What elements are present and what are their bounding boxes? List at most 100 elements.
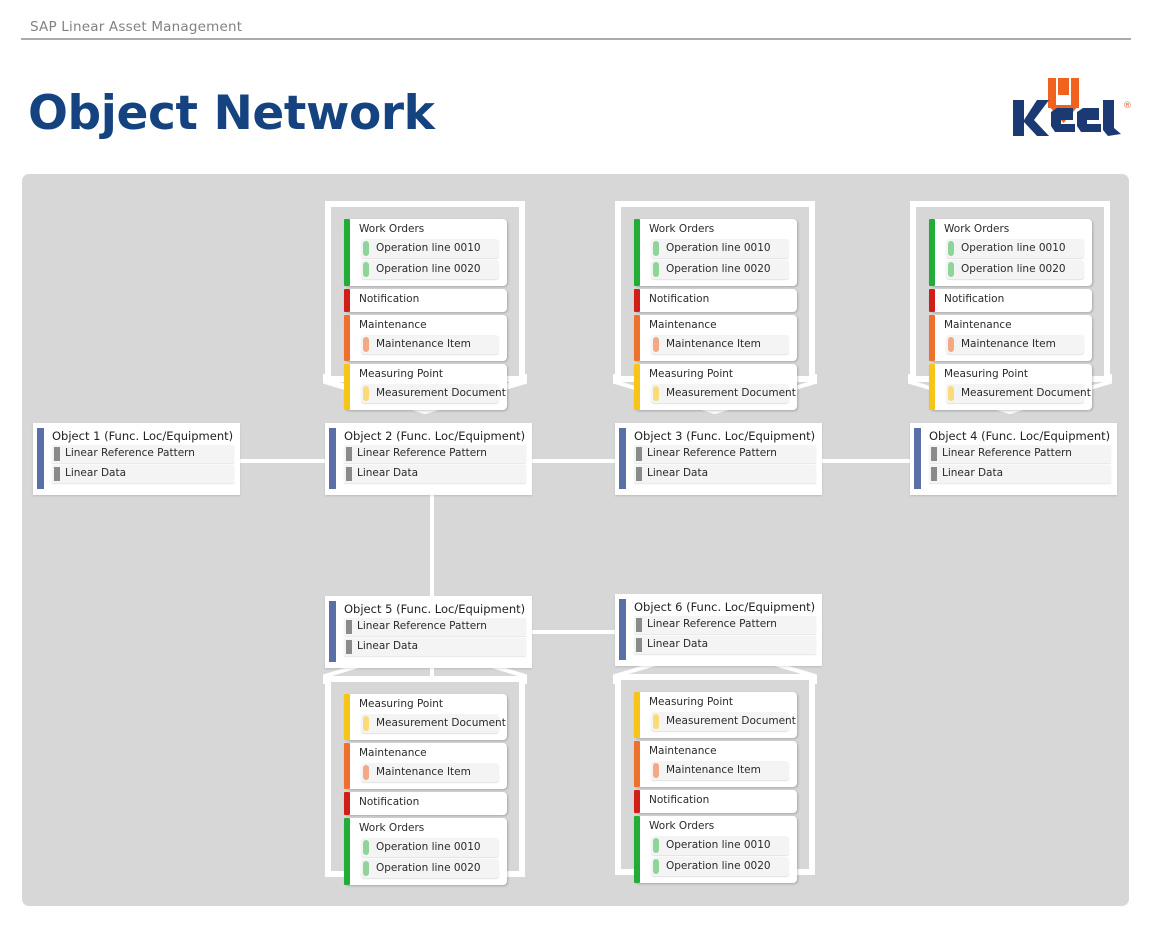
child-row-operation-0010[interactable]: Operation line 0010 [651,836,789,855]
node-card-measuring-point[interactable]: Measuring Point Measurement Document [634,364,797,410]
child-row-operation-0020[interactable]: Operation line 0020 [361,260,499,279]
object-accent-bar [914,428,921,489]
node-title: Measuring Point [359,368,444,380]
child-row-measurement-document[interactable]: Measurement Document [651,712,796,731]
object-row-accent-bar [54,447,60,461]
object-row-accent-bar [636,467,642,481]
object-row-linear-data[interactable]: Linear Data [52,465,234,483]
child-row-maintenance-item[interactable]: Maintenance Item [651,761,789,780]
node-title: Work Orders [944,223,1010,235]
child-accent-bar [948,386,954,401]
node-card-maintenance[interactable]: Maintenance Maintenance Item [634,741,797,787]
child-label: Maintenance Item [666,338,761,350]
child-accent-bar [363,337,369,352]
object-box-object-5[interactable]: Object 5 (Func. Loc/Equipment) Linear Re… [325,596,532,668]
object-row-linear-data[interactable]: Linear Data [344,465,526,483]
child-row-operation-0020[interactable]: Operation line 0020 [651,260,789,279]
child-row-measurement-document[interactable]: Measurement Document [361,384,506,403]
node-card-maintenance[interactable]: Maintenance Maintenance Item [344,315,507,361]
child-row-maintenance-item[interactable]: Maintenance Item [361,763,499,782]
child-row-maintenance-item[interactable]: Maintenance Item [361,335,499,354]
node-title: Maintenance [359,747,427,759]
object-row-label: Linear Data [647,467,709,479]
child-accent-bar [653,241,659,256]
detail-group-object6: Measuring Point Measurement Document Mai… [615,674,815,883]
child-accent-bar [653,859,659,874]
object-row-linear-data[interactable]: Linear Data [634,465,816,483]
child-row-measurement-document[interactable]: Measurement Document [651,384,796,403]
node-card-work-orders[interactable]: Work Orders Operation line 0010 Operatio… [634,816,797,883]
node-card-work-orders[interactable]: Work Orders Operation line 0010 Operatio… [344,219,507,286]
object-row-linear-data[interactable]: Linear Data [634,636,816,654]
object-row-linear-reference-pattern[interactable]: Linear Reference Pattern [52,445,234,463]
child-accent-bar [653,763,659,778]
node-card-measuring-point[interactable]: Measuring Point Measurement Document [929,364,1092,410]
maintenance-accent-bar [634,315,640,361]
object-accent-bar [619,599,626,660]
child-accent-bar [653,838,659,853]
child-row-operation-0020[interactable]: Operation line 0020 [946,260,1084,279]
node-card-measuring-point[interactable]: Measuring Point Measurement Document [634,692,797,738]
object-box-object-2[interactable]: Object 2 (Func. Loc/Equipment) Linear Re… [325,423,532,495]
diagram-canvas: Work Orders Operation line 0010 Operatio… [22,174,1129,906]
child-row-operation-0010[interactable]: Operation line 0010 [651,239,789,258]
object-row-linear-reference-pattern[interactable]: Linear Reference Pattern [344,618,526,636]
node-card-work-orders[interactable]: Work Orders Operation line 0010 Operatio… [634,219,797,286]
child-accent-bar [948,337,954,352]
child-row-operation-0020[interactable]: Operation line 0020 [361,859,499,878]
detail-group-object5: Measuring Point Measurement Document Mai… [325,676,525,885]
object-row-linear-reference-pattern[interactable]: Linear Reference Pattern [634,616,816,634]
object-row-linear-reference-pattern[interactable]: Linear Reference Pattern [634,445,816,463]
child-label: Operation line 0010 [666,242,771,254]
node-title: Maintenance [649,319,717,331]
node-card-notification[interactable]: Notification [929,289,1092,312]
node-card-maintenance[interactable]: Maintenance Maintenance Item [634,315,797,361]
node-title: Work Orders [359,822,425,834]
node-card-notification[interactable]: Notification [634,289,797,312]
object-title: Object 2 (Func. Loc/Equipment) [344,429,526,443]
object-row-linear-data[interactable]: Linear Data [929,465,1111,483]
child-row-maintenance-item[interactable]: Maintenance Item [946,335,1084,354]
keel-logo: ® [1011,78,1133,138]
object-row-linear-data[interactable]: Linear Data [344,638,526,656]
object-row-label: Linear Data [357,640,419,652]
node-title: Maintenance [359,319,427,331]
node-card-measuring-point[interactable]: Measuring Point Measurement Document [344,364,507,410]
child-accent-bar [363,840,369,855]
node-title: Notification [944,293,1005,305]
child-row-operation-0020[interactable]: Operation line 0020 [651,857,789,876]
object-box-object-1[interactable]: Object 1 (Func. Loc/Equipment) Linear Re… [33,423,240,495]
node-card-maintenance[interactable]: Maintenance Maintenance Item [929,315,1092,361]
node-card-notification[interactable]: Notification [344,792,507,815]
node-card-maintenance[interactable]: Maintenance Maintenance Item [344,743,507,789]
child-label: Operation line 0020 [666,263,771,275]
child-row-measurement-document[interactable]: Measurement Document [361,714,506,733]
child-label: Maintenance Item [666,764,761,776]
measuring-point-accent-bar [634,364,640,410]
notification-accent-bar [344,792,350,815]
node-card-work-orders[interactable]: Work Orders Operation line 0010 Operatio… [929,219,1092,286]
node-card-notification[interactable]: Notification [634,790,797,813]
object-row-label: Linear Reference Pattern [647,618,777,630]
node-title: Work Orders [649,820,715,832]
object-accent-bar [619,428,626,489]
object-row-linear-reference-pattern[interactable]: Linear Reference Pattern [929,445,1111,463]
child-row-measurement-document[interactable]: Measurement Document [946,384,1091,403]
logo-registered-mark: ® [1123,101,1132,111]
object-box-object-6[interactable]: Object 6 (Func. Loc/Equipment) Linear Re… [615,594,822,666]
child-label: Measurement Document [666,715,796,727]
node-card-work-orders[interactable]: Work Orders Operation line 0010 Operatio… [344,818,507,885]
child-row-maintenance-item[interactable]: Maintenance Item [651,335,789,354]
object-row-accent-bar [636,618,642,632]
child-label: Measurement Document [376,717,506,729]
node-title: Notification [359,293,420,305]
object-box-object-4[interactable]: Object 4 (Func. Loc/Equipment) Linear Re… [910,423,1117,495]
node-card-measuring-point[interactable]: Measuring Point Measurement Document [344,694,507,740]
object-box-object-3[interactable]: Object 3 (Func. Loc/Equipment) Linear Re… [615,423,822,495]
child-row-operation-0010[interactable]: Operation line 0010 [361,838,499,857]
child-row-operation-0010[interactable]: Operation line 0010 [946,239,1084,258]
child-row-operation-0010[interactable]: Operation line 0010 [361,239,499,258]
node-card-notification[interactable]: Notification [344,289,507,312]
object-row-linear-reference-pattern[interactable]: Linear Reference Pattern [344,445,526,463]
object-title: Object 1 (Func. Loc/Equipment) [52,429,234,443]
